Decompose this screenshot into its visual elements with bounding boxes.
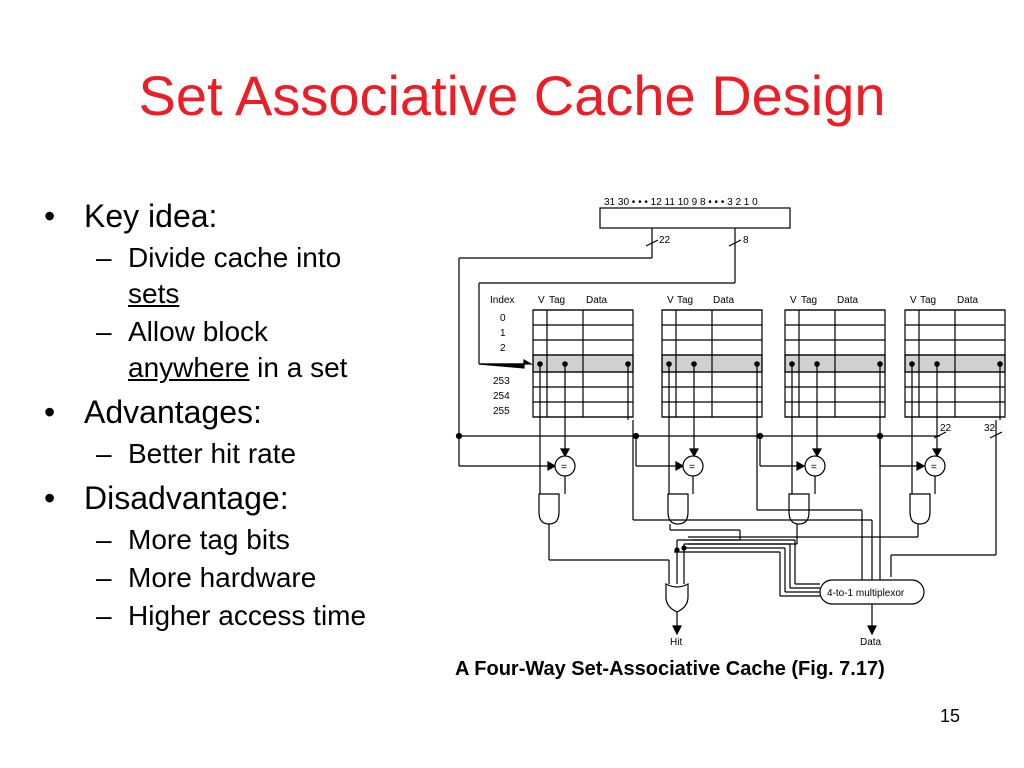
v-header: V: [790, 295, 797, 306]
and-gate: [788, 493, 810, 525]
slide-title: Set Associative Cache Design: [138, 64, 886, 127]
tag-header: Tag: [677, 295, 693, 306]
four-way-cache-diagram: 31 30 • • • 12 11 10 9 8 • • • 3 2 1 0 2…: [455, 197, 1006, 648]
tag-header: Tag: [920, 295, 936, 306]
data-header: Data: [713, 295, 735, 306]
address-bits-label: 31 30 • • • 12 11 10 9 8 • • • 3 2 1 0: [604, 197, 758, 208]
dash-icon: –: [96, 242, 112, 273]
data-out-label: Data: [860, 637, 882, 648]
comparator-label: =: [931, 462, 937, 473]
and-gate: [909, 493, 931, 525]
and-gate: [667, 493, 689, 525]
row-2: 2: [500, 343, 506, 354]
bullet-advantages: •Advantages:: [44, 394, 262, 430]
sub-bullet-more-hw: –More hardware: [40, 560, 440, 596]
dash-icon: –: [96, 562, 112, 593]
comparator-label: =: [811, 462, 817, 473]
data-header: Data: [957, 295, 979, 306]
dash-icon: –: [96, 600, 112, 631]
dash-icon: –: [96, 524, 112, 555]
v-header: V: [667, 295, 674, 306]
anywhere-term: anywhere: [128, 352, 250, 383]
or-gate: [665, 582, 689, 613]
comparator-label: =: [561, 462, 567, 473]
row-255: 255: [493, 406, 510, 417]
index-header: Index: [490, 295, 514, 306]
out-data-width-label: 32: [984, 423, 996, 434]
row-1: 1: [500, 328, 506, 339]
dash-icon: –: [96, 316, 112, 347]
v-header: V: [538, 295, 545, 306]
sub-bullet-more-tag: –More tag bits: [40, 522, 440, 558]
v-header: V: [910, 295, 917, 306]
figure-caption: A Four-Way Set-Associative Cache (Fig. 7…: [455, 658, 885, 680]
address-register: [599, 207, 791, 229]
data-header: Data: [586, 295, 608, 306]
bullet-dot-icon: •: [44, 198, 56, 234]
tag-header: Tag: [801, 295, 817, 306]
row-254: 254: [493, 391, 510, 402]
and-gate: [538, 493, 560, 525]
bullet-key-idea: •Key idea:: [44, 198, 218, 234]
comparator-label: =: [689, 462, 695, 473]
dash-icon: –: [96, 438, 112, 469]
sets-term: sets: [128, 278, 180, 309]
index-width-label: 8: [743, 235, 749, 246]
data-header: Data: [837, 295, 859, 306]
row-0: 0: [500, 313, 506, 324]
tag-header: Tag: [549, 295, 565, 306]
page-number: 15: [939, 706, 960, 726]
tag-width-label: 22: [659, 235, 671, 246]
bullet-disadvantage: •Disadvantage:: [44, 480, 289, 516]
sub-bullet-higher-access: –Higher access time: [40, 598, 440, 634]
mux-label: 4-to-1 multiplexor: [827, 588, 905, 599]
sub-bullet-better-hit: –Better hit rate: [40, 436, 440, 472]
out-tag-width-label: 22: [940, 423, 952, 434]
hit-label: Hit: [670, 637, 682, 648]
bullet-dot-icon: •: [44, 480, 56, 516]
row-253: 253: [493, 376, 510, 387]
bullet-dot-icon: •: [44, 394, 56, 430]
